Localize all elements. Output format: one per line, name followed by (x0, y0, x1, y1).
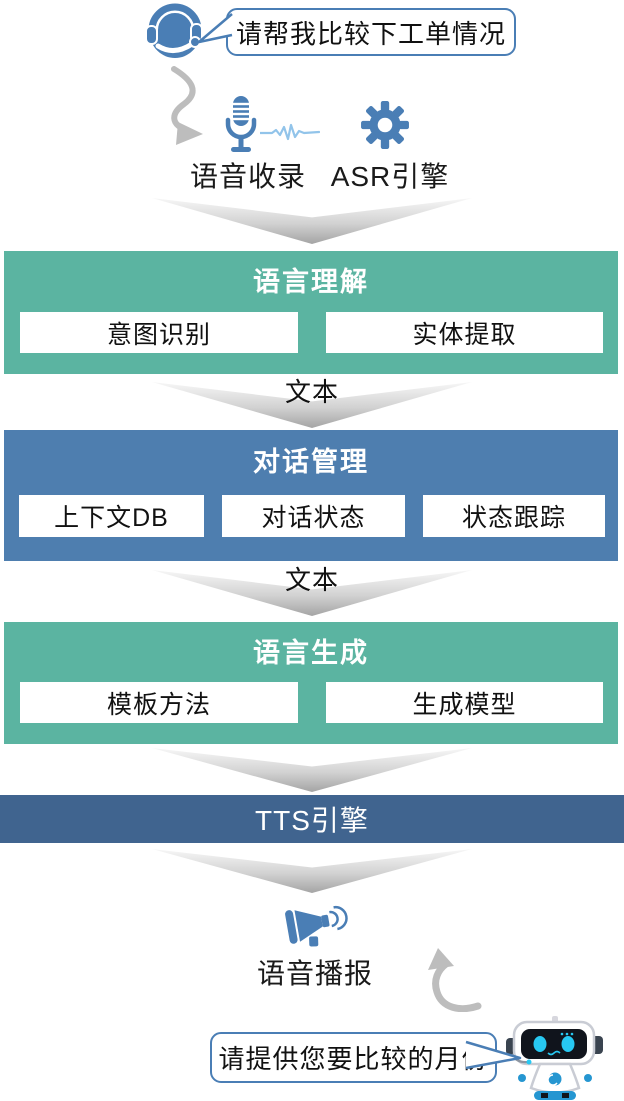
text-connector-label-1: 文本 (0, 372, 624, 409)
nlu-item-0-text: 意图识别 (106, 320, 211, 349)
megaphone-icon (285, 905, 348, 947)
stage-dm-title: 对话管理 (253, 447, 369, 477)
voice-broadcast-text: 语音播报 (256, 958, 373, 989)
asr-engine-text: ASR引擎 (330, 161, 450, 192)
stage-nlg-title: 语言生成 (253, 638, 369, 668)
text-label-2: 文本 (284, 565, 339, 595)
robot-icon (506, 1016, 603, 1100)
gear-icon (361, 101, 409, 149)
chevron-down-arrow-4 (152, 748, 472, 792)
user-speech-bubble: 请帮我比较下工单情况 (226, 8, 516, 56)
text-label-1: 文本 (284, 377, 339, 407)
bot-speech-text: 请提供您要比较的月份 (218, 1044, 489, 1074)
curved-arrow-up-icon (428, 948, 482, 1012)
stage-nlg-item-template: 模板方法 (20, 682, 298, 723)
stage-nlu-item-intent: 意图识别 (20, 312, 298, 353)
chevron-down-arrow-1 (152, 198, 472, 244)
curved-arrow-down-icon (171, 66, 203, 145)
asr-engine-label: ASR引擎 (320, 155, 460, 195)
voice-capture-label: 语音收录 (178, 155, 318, 195)
bot-bubble-tail (465, 1040, 522, 1070)
stage-nlu: 语言理解 意图识别 实体提取 (4, 251, 618, 374)
user-bubble-tail (197, 13, 233, 44)
text-connector-label-2: 文本 (0, 560, 624, 597)
stage-dm-item-context-db: 上下文DB (19, 495, 204, 537)
stage-tts-title: TTS引擎 (255, 805, 369, 836)
stage-nlu-title: 语言理解 (253, 267, 369, 297)
dm-item-2-text: 状态跟踪 (461, 504, 566, 532)
stage-nlg: 语言生成 模板方法 生成模型 (4, 622, 618, 744)
nlg-item-0-text: 模板方法 (106, 690, 211, 719)
chevron-down-arrow-5 (152, 849, 472, 893)
stage-dialog-management: 对话管理 上下文DB 对话状态 状态跟踪 (4, 430, 618, 561)
stage-dm-item-dialog-state: 对话状态 (222, 495, 405, 537)
dm-item-0-text: 上下文DB (54, 504, 169, 532)
microphone-icon (225, 96, 257, 152)
dm-item-1-text: 对话状态 (261, 504, 366, 532)
stage-dm-item-state-tracking: 状态跟踪 (423, 495, 605, 537)
stage-nlu-item-entity: 实体提取 (326, 312, 603, 353)
voice-broadcast-label: 语音播报 (250, 952, 380, 992)
user-speech-text: 请帮我比较下工单情况 (235, 18, 506, 49)
stage-tts: TTS引擎 (0, 795, 624, 843)
voice-capture-text: 语音收录 (189, 161, 306, 192)
stage-nlg-item-generative: 生成模型 (326, 682, 603, 723)
nlu-item-1-text: 实体提取 (412, 320, 517, 349)
bot-speech-bubble: 请提供您要比较的月份 (210, 1032, 497, 1083)
headset-agent-icon (145, 1, 204, 58)
waveform-icon (260, 123, 320, 141)
nlg-item-1-text: 生成模型 (412, 690, 517, 719)
